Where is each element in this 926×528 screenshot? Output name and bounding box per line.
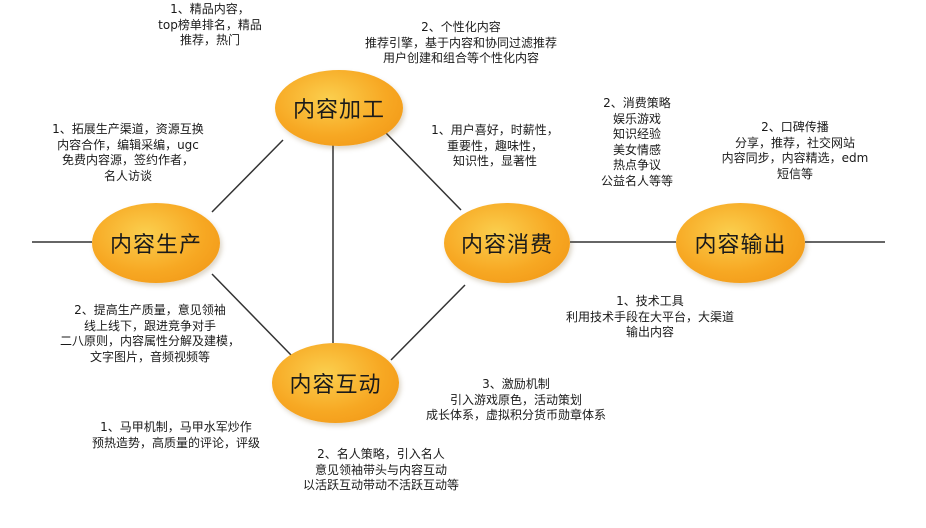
note-line: top榜单排名，精品 [158,17,262,32]
note-line: 重要性，趣味性， [446,138,543,153]
note-line: 2、个性化内容 [421,20,501,34]
note-line: 免费内容源，签约作者， [61,153,194,167]
note-line: 1、拓展生产渠道，资源互换 [52,122,204,136]
line-production-interaction [211,273,292,356]
note-production-1: 1、拓展生产渠道，资源互换 内容合作，编辑采编，ugc 免费内容源，签约作者， … [28,122,228,184]
node-content-interaction: 内容互动 [272,343,399,423]
note-line: 知识性，显著性 [452,154,537,168]
note-line: 线上线下，跟进竞争对手 [83,318,216,333]
note-line: 美女情感 [612,142,661,157]
note-line: 1、技术工具 [616,294,684,308]
note-line: 3、激励机制 [482,377,550,391]
note-line: 引入游戏原色，活动策划 [449,392,582,407]
note-processing-2: 2、个性化内容 推荐引擎，基于内容和协同过滤推荐 用户创建和组合等个性化内容 [336,20,586,67]
note-production-2: 2、提高生产质量，意见领袖 线上线下，跟进竞争对手 二八原则，内容属性分解及建模… [40,303,260,365]
note-line: 推荐，热门 [179,33,240,47]
note-interaction-1: 1、马甲机制，马甲水军炒作 预热造势，高质量的评论，评级 [78,420,274,451]
note-interaction-2: 2、名人策略，引入名人 意见领袖带头与内容互动 以活跃互动带动不活跃互动等 [276,447,486,494]
node-content-consumption: 内容消费 [444,203,570,283]
note-line: 2、消费策略 [603,96,671,110]
line-processing-consumption [384,131,462,211]
note-output-1: 1、技术工具 利用技术手段在大平台，大渠道 输出内容 [540,294,760,341]
node-content-interaction-label: 内容互动 [289,373,382,398]
note-line: 短信等 [776,166,813,181]
line-interaction-consumption [390,284,466,361]
line-production-processing [211,139,284,213]
note-line: 用户创建和组合等个性化内容 [382,51,539,65]
note-processing-1: 1、精品内容， top榜单排名，精品 推荐，热门 [140,2,280,49]
node-content-output: 内容输出 [676,203,805,283]
note-line: 分享，推荐，社交网站 [734,135,855,150]
note-line: 2、口碑传播 [761,120,829,134]
node-content-processing: 内容加工 [275,70,403,146]
note-interaction-3: 3、激励机制 引入游戏原色，活动策划 成长体系，虚拟积分货币勋章体系 [410,377,622,424]
note-line: 预热造势，高质量的评论，评级 [91,435,260,450]
note-line: 利用技术手段在大平台，大渠道 [565,309,734,324]
note-line: 热点争议 [612,158,661,172]
note-line: 以活跃互动带动不活跃互动等 [302,478,459,492]
note-consumption-2: 2、消费策略 娱乐游戏 知识经验 美女情感 热点争议 公益名人等等 [577,96,697,189]
node-content-output-label: 内容输出 [694,233,787,258]
note-line: 公益名人等等 [600,173,673,188]
note-line: 意见领袖带头与内容互动 [314,462,447,477]
note-line: 1、马甲机制，马甲水军炒作 [100,420,252,434]
note-line: 成长体系，虚拟积分货币勋章体系 [425,408,606,422]
note-output-2: 2、口碑传播 分享，推荐，社交网站 内容同步，内容精选，edm 短信等 [710,120,880,182]
note-line: 输出内容 [625,325,674,339]
node-content-consumption-label: 内容消费 [460,233,553,258]
note-line: 2、提高生产质量，意见领袖 [74,303,226,317]
note-line: 1、精品内容， [170,2,250,16]
note-line: 内容同步，内容精选，edm [721,151,869,165]
node-content-processing-label: 内容加工 [292,98,385,123]
note-line: 名人访谈 [103,168,152,183]
note-line: 1、用户喜好，时薪性， [431,123,559,137]
note-consumption-1: 1、用户喜好，时薪性， 重要性，趣味性， 知识性，显著性 [415,123,575,170]
note-line: 内容合作，编辑采编，ugc [57,137,199,152]
note-line: 文字图片，音频视频等 [89,349,210,364]
note-line: 推荐引擎，基于内容和协同过滤推荐 [364,35,557,50]
node-content-production: 内容生产 [92,203,220,283]
note-line: 二八原则，内容属性分解及建模， [59,334,240,348]
note-line: 娱乐游戏 [612,111,661,126]
note-line: 知识经验 [612,127,661,141]
note-line: 2、名人策略，引入名人 [317,447,445,461]
node-content-production-label: 内容生产 [109,233,202,258]
